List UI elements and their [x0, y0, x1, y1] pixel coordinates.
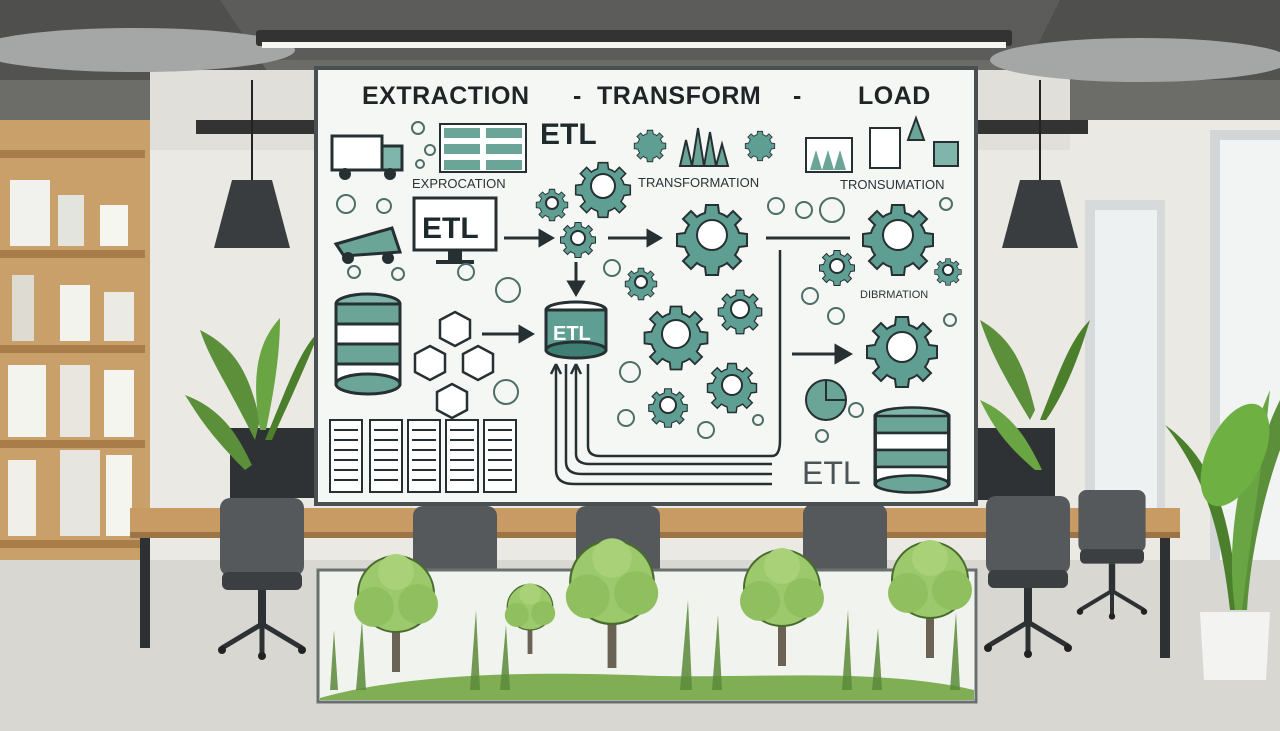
- pendant-lamp-left: [214, 180, 290, 248]
- etl-label-database: ETL: [553, 323, 591, 345]
- document-stack: [329, 419, 517, 493]
- gear-icon: [744, 130, 776, 162]
- pie-chart-icon: [805, 379, 847, 421]
- air-duct-left: [0, 28, 295, 72]
- etl-database-icon: [544, 300, 608, 360]
- pendant-lamp-right: [1002, 180, 1078, 248]
- grid-table-icon: [439, 123, 527, 173]
- whiteboard-title-middle: TRANSFORM: [597, 82, 761, 110]
- gear-icon: [633, 129, 667, 163]
- database-icon: [334, 292, 402, 396]
- tree-planter: [316, 537, 978, 704]
- potted-plant-right: [980, 320, 1090, 470]
- truck-icon: [333, 226, 403, 264]
- potted-plant-left: [185, 318, 320, 470]
- label-transformation-2: TRONSUMATION: [840, 177, 944, 192]
- whiteboard-title-sep2: -: [793, 82, 802, 110]
- label-transformation: TRANSFORMATION: [638, 175, 759, 190]
- hexagon-nodes: [413, 310, 495, 420]
- factory-icon: [805, 115, 959, 173]
- city-chart-icon: [678, 127, 730, 167]
- database-icon: [873, 405, 951, 495]
- etl-label-monitor: ETL: [422, 212, 479, 245]
- flow-arrows: [482, 228, 854, 365]
- air-duct-right: [990, 38, 1280, 82]
- doodles: [336, 121, 957, 443]
- feedback-lines: [549, 250, 782, 486]
- etl-label-top: ETL: [540, 118, 597, 151]
- whiteboard-title-right: LOAD: [858, 82, 931, 110]
- window-right: [1085, 130, 1280, 600]
- label-small: DIBRMATION: [860, 289, 928, 301]
- monitor-icon: [412, 196, 498, 264]
- label-extraction: EXPROCATION: [412, 176, 506, 191]
- truck-icon: [330, 134, 404, 180]
- potted-plant-floor: [1165, 390, 1280, 680]
- whiteboard-title-sep1: -: [573, 82, 582, 110]
- etl-label-bottom: ETL: [802, 455, 861, 491]
- whiteboard-title-left: EXTRACTION: [362, 82, 530, 110]
- whiteboard: EXTRACTION - TRANSFORM - LOAD EXPROCATIO…: [314, 66, 978, 506]
